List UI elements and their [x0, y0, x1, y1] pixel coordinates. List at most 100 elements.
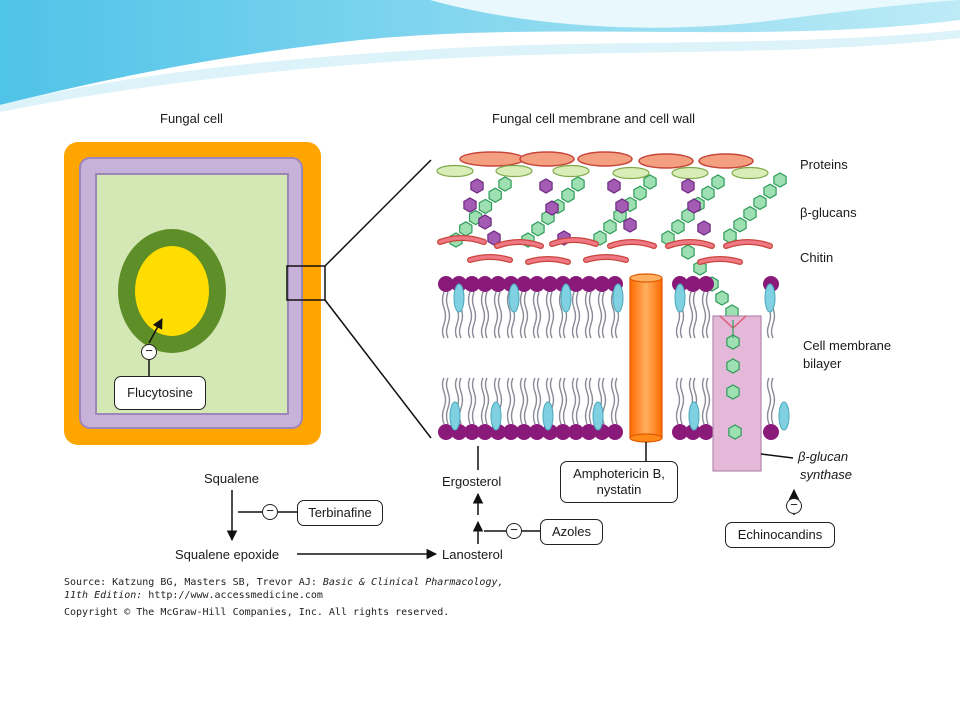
lipid-tail [601, 291, 607, 339]
inhibit-flucytosine-icon: − [141, 344, 157, 360]
nucleus [135, 246, 209, 336]
source-line1: Source: Katzung BG, Masters SB, Trevor A… [64, 577, 504, 588]
sugar-hexagon [743, 205, 757, 222]
lipid-tail [571, 291, 577, 339]
lipid-tail [441, 377, 447, 425]
lipid-tail [584, 377, 590, 425]
ergosterol-molecule [449, 401, 461, 431]
ergosterol-molecule [612, 283, 624, 313]
drug-echinocandins: Echinocandins [725, 522, 835, 548]
left-panel-title: Fungal cell [160, 111, 223, 126]
lipid-tail [701, 377, 707, 425]
zoom-indicator [286, 159, 432, 439]
lipid-head [763, 424, 779, 440]
label-beta-glucans: β-glucans [800, 205, 857, 220]
lipid-tail [506, 377, 512, 425]
drug-amphotericin: Amphotericin B, nystatin [560, 461, 678, 503]
sugar-hexagon [643, 174, 657, 190]
lipid-tail [471, 377, 477, 425]
lipid-tail [536, 291, 542, 339]
lipid-tail [493, 291, 499, 339]
ergosterol-molecule [542, 401, 554, 431]
lipid-tail [519, 377, 525, 425]
sugar-hexagon [633, 185, 647, 201]
label-squalene: Squalene [204, 471, 259, 486]
label-membrane-line2: bilayer [803, 356, 842, 371]
sugar-hexagon [470, 178, 484, 194]
lipid-tail [588, 377, 594, 425]
lipid-tail [588, 291, 594, 339]
lipid-head [568, 424, 584, 440]
lipid-tail [471, 291, 477, 339]
chitin-fiber-fill [584, 255, 628, 262]
sugar-hexagon [487, 230, 501, 246]
sugar-hexagon [603, 219, 617, 235]
lipid-tail [575, 377, 581, 425]
lipid-tail [506, 291, 512, 339]
lipid-head [568, 276, 584, 292]
ergosterol-molecule [764, 283, 776, 313]
lipid-tail [562, 377, 568, 425]
fungal-cell [64, 142, 321, 445]
sugar-hexagon [726, 384, 740, 400]
lipid-tail [467, 377, 473, 425]
lipid-tail [445, 291, 451, 339]
synthase-glucan-chain [726, 320, 742, 440]
lipid-tail [549, 291, 555, 339]
chitin-layer [437, 235, 773, 265]
label-proteins: Proteins [800, 157, 848, 172]
lipid-head [698, 424, 714, 440]
sugar-hexagon [681, 244, 695, 260]
amphotericin-line2: nystatin [596, 482, 642, 497]
lipid-tail [705, 377, 711, 425]
lipid-head [542, 276, 558, 292]
sugar-hexagon [531, 221, 545, 237]
ergosterol-molecule [490, 401, 502, 431]
sugar-hexagon [459, 221, 473, 237]
sugar-hexagon [728, 424, 742, 440]
lipid-tail [545, 291, 551, 339]
right-panel-title: Fungal cell membrane and cell wall [492, 111, 696, 126]
lipid-tail [536, 377, 542, 425]
sugar-hexagon [671, 219, 685, 235]
sugar-hexagon [571, 176, 585, 192]
sugar-hexagon [701, 185, 715, 201]
sugar-hexagon [498, 176, 512, 192]
sugar-hexagon [607, 178, 621, 194]
cell-membrane-bilayer [438, 276, 790, 470]
lipid-head [438, 424, 454, 440]
lipid-head [594, 276, 610, 292]
lipid-tail [688, 291, 694, 339]
lipid-tail [558, 291, 564, 339]
sugar-hexagon [539, 178, 553, 194]
lipid-tail [610, 377, 616, 425]
label-squalene-epoxide: Squalene epoxide [175, 547, 280, 562]
sugar-hexagon [478, 198, 493, 215]
lipid-tail [532, 377, 538, 425]
lipid-head [490, 276, 506, 292]
lipid-head [516, 424, 532, 440]
lipid-tail [523, 377, 529, 425]
lipid-head [529, 276, 545, 292]
sugar-hexagon [773, 172, 787, 188]
label-synthase-line2: synthase [800, 467, 853, 482]
chitin-fiber-fill [608, 240, 656, 248]
label-synthase-line1: β-glucan [798, 449, 849, 464]
ergosterol-molecule [453, 283, 465, 313]
pathway-arrows [226, 490, 540, 560]
sugar-hexagon [615, 198, 629, 214]
sugar-hexagon [693, 260, 707, 276]
ergosterol-molecule [688, 401, 700, 431]
copyright: Copyright © The McGraw-Hill Companies, I… [64, 607, 450, 618]
ergosterol-molecule [674, 283, 686, 313]
chitin-fiber-fill [698, 257, 742, 264]
lipid-head [464, 276, 480, 292]
lipid-tail [480, 377, 486, 425]
lipid-tail [705, 291, 711, 339]
label-membrane-line1: Cell membrane [803, 338, 892, 353]
sugar-hexagon [733, 217, 747, 233]
inhibit-terbinafine-icon: − [262, 504, 278, 520]
sugar-hexagon [697, 220, 711, 236]
drug-azoles: Azoles [540, 519, 603, 545]
